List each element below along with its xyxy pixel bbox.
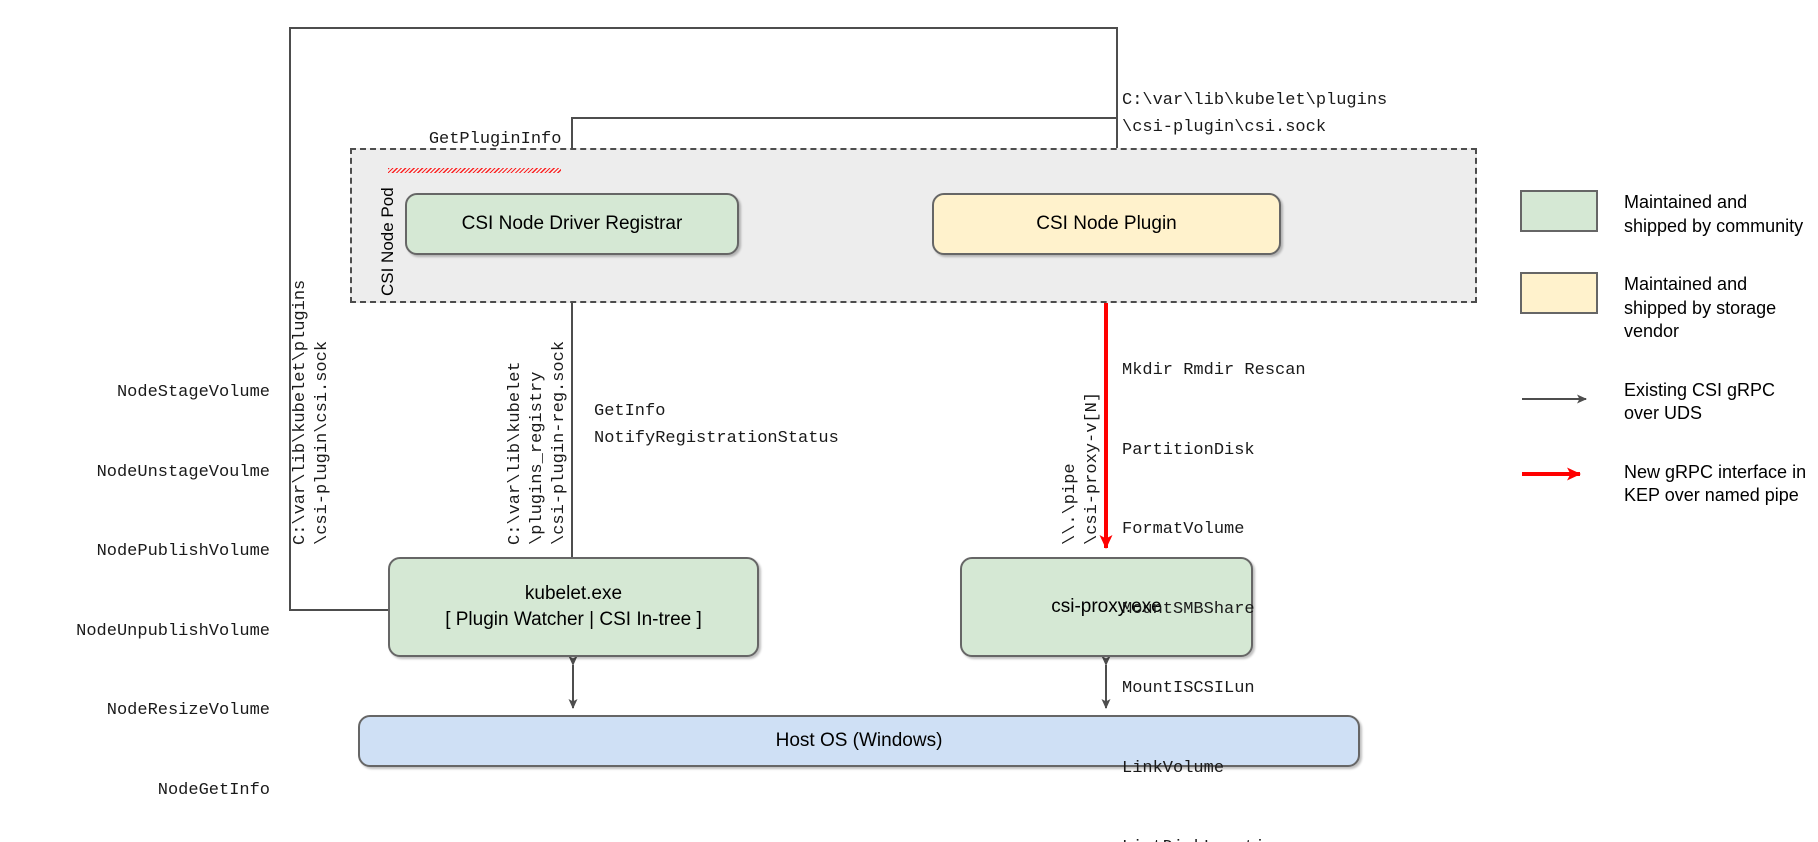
rpc-item: NodeResizeVolume [106, 701, 270, 720]
rpc-item: Mkdir Rmdir Rescan [1122, 361, 1306, 380]
legend-label-new-grpc: New gRPC interface in KEP over named pip… [1624, 461, 1807, 506]
label-csi-sock-vertical: C:\var\lib\kubelet\plugins \csi-plugin\c… [291, 279, 332, 545]
legend-label-existing-uds: Existing CSI gRPC over UDS [1624, 379, 1776, 424]
rpc-item: PartitionDisk [1122, 440, 1255, 460]
box-kubelet-exe-label: kubelet.exe [524, 583, 623, 604]
legend-label-vendor: Maintained and shipped by storage vendor [1624, 274, 1777, 341]
label-get-info-notify: GetInfo NotifyRegistrationStatus [594, 402, 839, 448]
label-csi-sock-path-top: C:\var\lib\kubelet\plugins \csi-plugin\c… [1122, 91, 1388, 137]
legend-label-community: Maintained and shipped by community [1624, 192, 1804, 236]
rpc-item: NodeStageVolume [116, 383, 270, 402]
spellcheck-squiggle-icon [388, 168, 562, 173]
csi-node-rpc-list: NodeStageVolume NodeUnstageVoulme NodePu… [28, 327, 270, 842]
rpc-item: NodeUnstageVoulme [96, 462, 270, 482]
label-registry-sock-vertical: C:\var\lib\kubelet \plugins_registry \cs… [506, 340, 569, 545]
box-host-os-label: Host OS (Windows) [775, 730, 943, 751]
box-kubelet-exe-sublabel: [ Plugin Watcher | CSI In-tree ] [445, 609, 702, 630]
legend-item-community: Maintained and shipped by community [1520, 190, 1810, 238]
legend-arrow-gray-icon [1520, 378, 1598, 420]
legend: Maintained and shipped by community Main… [1520, 190, 1810, 542]
box-csi-node-plugin-label: CSI Node Plugin [1036, 213, 1177, 234]
rpc-item: LinkVolume [1122, 758, 1225, 778]
rpc-item: MountSMBShare [1122, 599, 1255, 619]
legend-item-new-grpc: New gRPC interface in KEP over named pip… [1520, 460, 1810, 508]
rpc-item: ListDiskLocations [1122, 835, 1382, 842]
legend-swatch-community-icon [1520, 190, 1598, 232]
box-kubelet-exe[interactable]: kubelet.exe [ Plugin Watcher | CSI In-tr… [388, 557, 759, 657]
rpc-item: NodePublishVolume [96, 542, 270, 561]
label-get-plugin-info-text: GetPluginInfo [428, 130, 562, 149]
label-get-plugin-info: GetPluginInfo [388, 111, 562, 211]
box-csi-node-driver-registrar[interactable]: CSI Node Driver Registrar [405, 193, 739, 255]
legend-swatch-vendor-icon [1520, 272, 1598, 314]
box-csi-node-driver-registrar-label: CSI Node Driver Registrar [461, 213, 683, 234]
box-csi-proxy-exe-label: csi-proxy.exe [1051, 596, 1162, 617]
legend-arrow-red-icon [1520, 460, 1598, 502]
box-csi-node-plugin[interactable]: CSI Node Plugin [932, 193, 1281, 255]
rpc-item: NodeGetInfo [157, 780, 270, 800]
legend-item-existing-uds: Existing CSI gRPC over UDS [1520, 378, 1810, 426]
csi-proxy-rpc-list: Mkdir Rmdir Rescan PartitionDisk FormatV… [1122, 305, 1382, 842]
box-host-os[interactable]: Host OS (Windows) [358, 715, 1360, 767]
rpc-item: NodeUnpublishVolume [76, 621, 270, 641]
legend-item-vendor: Maintained and shipped by storage vendor [1520, 272, 1810, 344]
label-named-pipe-vertical: \\.\pipe \csi-proxy-v[N] [1061, 391, 1102, 545]
box-csi-proxy-exe[interactable]: csi-proxy.exe [960, 557, 1253, 657]
rpc-item: FormatVolume [1122, 520, 1245, 539]
rpc-item: MountISCSILun [1122, 679, 1255, 698]
